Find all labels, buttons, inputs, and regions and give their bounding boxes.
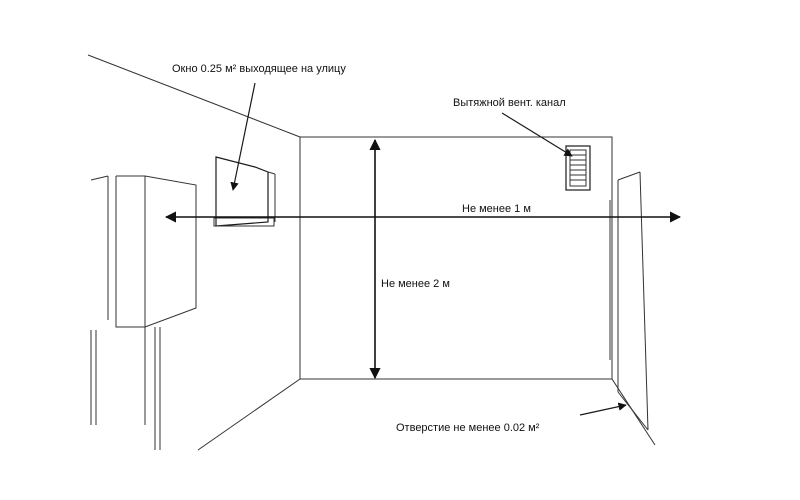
back-wall	[299, 136, 613, 380]
opening-label: Отверстие не менее 0.02 м²	[396, 422, 540, 434]
opening-pointer-arrow	[579, 402, 627, 416]
window-label: Окно 0.25 м² выходящее на улицу	[172, 63, 346, 75]
vent-label: Вытяжной вент. канал	[453, 97, 566, 109]
vent-grille	[565, 145, 591, 191]
floor-left-edge	[197, 378, 301, 451]
ceiling-left-edge	[87, 54, 301, 138]
vent-pointer-arrow	[501, 112, 573, 157]
width-label: Не менее 1 м	[462, 203, 531, 215]
height-label: Не менее 2 м	[381, 278, 450, 290]
room-outline	[87, 54, 656, 451]
window-pointer-arrow	[230, 82, 256, 191]
window	[213, 156, 276, 227]
right-door	[609, 171, 649, 431]
wall-boiler	[90, 175, 197, 450]
